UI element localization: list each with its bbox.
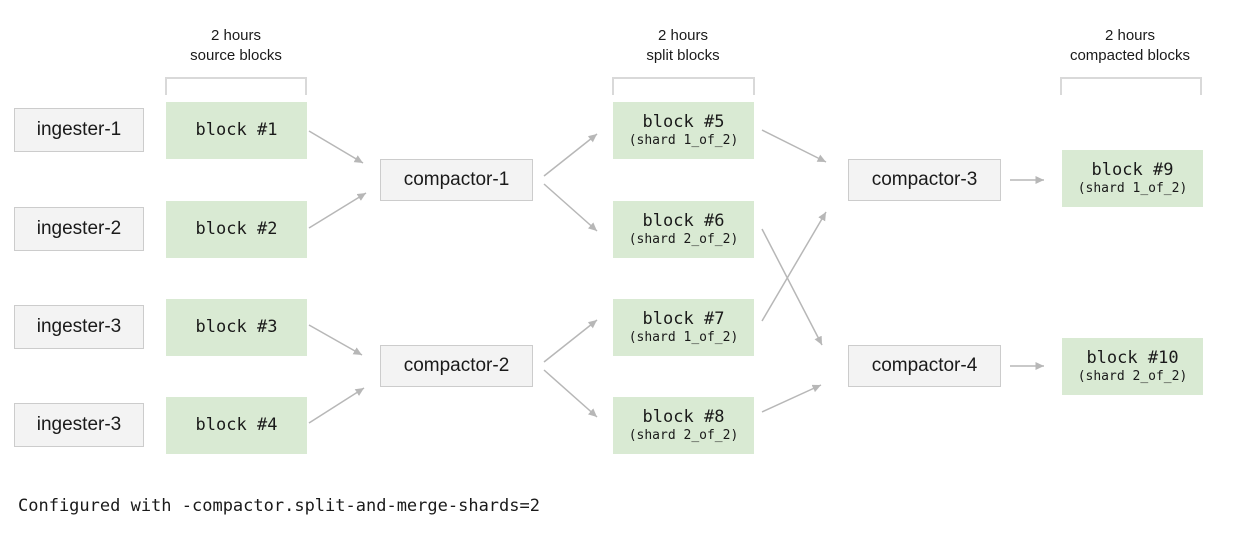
header-line: compacted blocks	[1069, 47, 1191, 64]
arrow-block4-compactor2	[308, 387, 365, 424]
block-shard-label: (shard 2_of_2)	[628, 428, 739, 443]
ingester-node: ingester-1	[14, 108, 144, 152]
arrow-block5-compactor3	[761, 129, 827, 163]
compactor-label: compactor-4	[871, 355, 978, 376]
compactor-node: compactor-1	[380, 159, 533, 201]
bracket-split-blocks	[612, 77, 755, 95]
header-line: 2 hours	[210, 27, 262, 44]
arrow-block2-compactor1	[308, 192, 367, 229]
column-header-compacted-blocks: 2 hours compacted blocks	[1030, 26, 1230, 66]
ingester-node: ingester-3	[14, 305, 144, 349]
block-shard-label: (shard 1_of_2)	[628, 330, 739, 345]
column-header-source-blocks: 2 hours source blocks	[136, 26, 336, 66]
block-label: block #2	[195, 219, 278, 239]
block-shard-label: (shard 1_of_2)	[628, 133, 739, 148]
ingester-label: ingester-2	[36, 218, 122, 239]
split-block: block #8 (shard 2_of_2)	[613, 397, 754, 454]
ingester-node: ingester-2	[14, 207, 144, 251]
compactor-node: compactor-2	[380, 345, 533, 387]
block-label: block #10	[1086, 348, 1179, 368]
compactor-node: compactor-3	[848, 159, 1001, 201]
arrow-block3-compactor2	[308, 324, 363, 356]
ingester-label: ingester-3	[36, 316, 122, 337]
block-label: block #1	[195, 120, 278, 140]
compactor-label: compactor-3	[871, 169, 978, 190]
block-label: block #4	[195, 415, 278, 435]
arrow-compactor2-block8	[543, 369, 598, 418]
block-shard-label: (shard 2_of_2)	[1077, 369, 1188, 384]
compacted-block: block #9 (shard 1_of_2)	[1062, 150, 1203, 207]
split-block: block #6 (shard 2_of_2)	[613, 201, 754, 258]
header-line: 2 hours	[1104, 27, 1156, 44]
bracket-source-blocks	[165, 77, 307, 95]
arrow-block7-compactor3	[761, 211, 827, 322]
block-label: block #7	[642, 309, 725, 329]
footer-config-text: Configured with -compactor.split-and-mer…	[18, 496, 540, 516]
split-block: block #7 (shard 1_of_2)	[613, 299, 754, 356]
ingester-label: ingester-1	[36, 119, 122, 140]
compactor-node: compactor-4	[848, 345, 1001, 387]
block-shard-label: (shard 1_of_2)	[1077, 181, 1188, 196]
compacted-block: block #10 (shard 2_of_2)	[1062, 338, 1203, 395]
header-line: 2 hours	[657, 27, 709, 44]
arrow-block8-compactor4	[761, 384, 822, 413]
compactor-label: compactor-2	[403, 355, 510, 376]
ingester-label: ingester-3	[36, 414, 122, 435]
header-line: source blocks	[190, 47, 282, 64]
arrow-compactor1-block5	[543, 133, 598, 177]
ingester-node: ingester-3	[14, 403, 144, 447]
arrow-block6-compactor4	[761, 228, 823, 346]
arrow-compactor2-block7	[543, 319, 598, 363]
source-block: block #3	[166, 299, 307, 356]
source-block: block #1	[166, 102, 307, 159]
block-label: block #5	[642, 112, 725, 132]
source-block: block #2	[166, 201, 307, 258]
block-label: block #6	[642, 211, 725, 231]
bracket-compacted-blocks	[1060, 77, 1202, 95]
block-label: block #8	[642, 407, 725, 427]
block-label: block #9	[1091, 160, 1174, 180]
arrow-compactor1-block6	[543, 183, 598, 232]
header-line: split blocks	[646, 47, 720, 64]
block-label: block #3	[195, 317, 278, 337]
source-block: block #4	[166, 397, 307, 454]
compactor-label: compactor-1	[403, 169, 510, 190]
block-shard-label: (shard 2_of_2)	[628, 232, 739, 247]
split-block: block #5 (shard 1_of_2)	[613, 102, 754, 159]
column-header-split-blocks: 2 hours split blocks	[583, 26, 783, 66]
arrow-block1-compactor1	[308, 130, 364, 164]
